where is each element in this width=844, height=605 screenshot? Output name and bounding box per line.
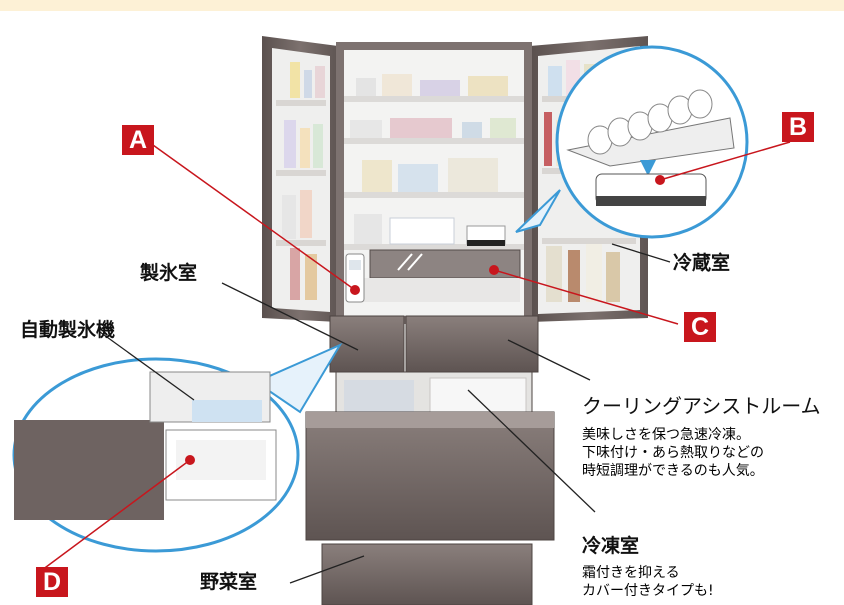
marker-dots <box>185 175 665 465</box>
marker-a: A <box>122 125 154 155</box>
desc-cooling-assist-line: 美味しさを保つ急速冷凍。 <box>582 427 750 443</box>
label-freezer: 冷凍室 <box>582 535 640 557</box>
desc-cooling-assist-line: 下味付け・あら熱取りなどの <box>582 445 764 461</box>
desc-cooling-assist-line: 時短調理ができるのも人気。 <box>582 463 764 479</box>
label-vegetable: 野菜室 <box>200 571 258 593</box>
marker-d: D <box>36 567 68 597</box>
desc-freezer-line: カバー付きタイプも! <box>582 583 714 599</box>
upper-drawers <box>329 315 539 419</box>
vegetable-drawer <box>321 543 533 605</box>
label-cooling-assist: クーリングアシストルーム <box>582 394 821 418</box>
fridge-cabinet <box>336 42 532 324</box>
desc-cooling-assist: 美味しさを保つ急速冷凍。 下味付け・あら熱取りなどの 時短調理ができるのも人気。 <box>582 426 764 480</box>
leader-lines <box>99 243 671 584</box>
top-band <box>0 0 844 11</box>
label-fridge: 冷蔵室 <box>673 252 731 274</box>
marker-lines <box>37 139 791 574</box>
freezer-drawer <box>305 411 555 541</box>
marker-c: C <box>684 312 716 342</box>
label-ice-room: 製氷室 <box>140 262 198 284</box>
desc-freezer-line: 霜付きを抑える <box>582 565 680 581</box>
callout-b <box>515 45 749 239</box>
marker-b: B <box>782 112 814 142</box>
left-door <box>262 36 338 322</box>
label-auto-ice-maker: 自動製氷機 <box>20 319 116 341</box>
callout-d <box>12 342 343 553</box>
desc-freezer: 霜付きを抑える カバー付きタイプも! <box>582 564 714 600</box>
